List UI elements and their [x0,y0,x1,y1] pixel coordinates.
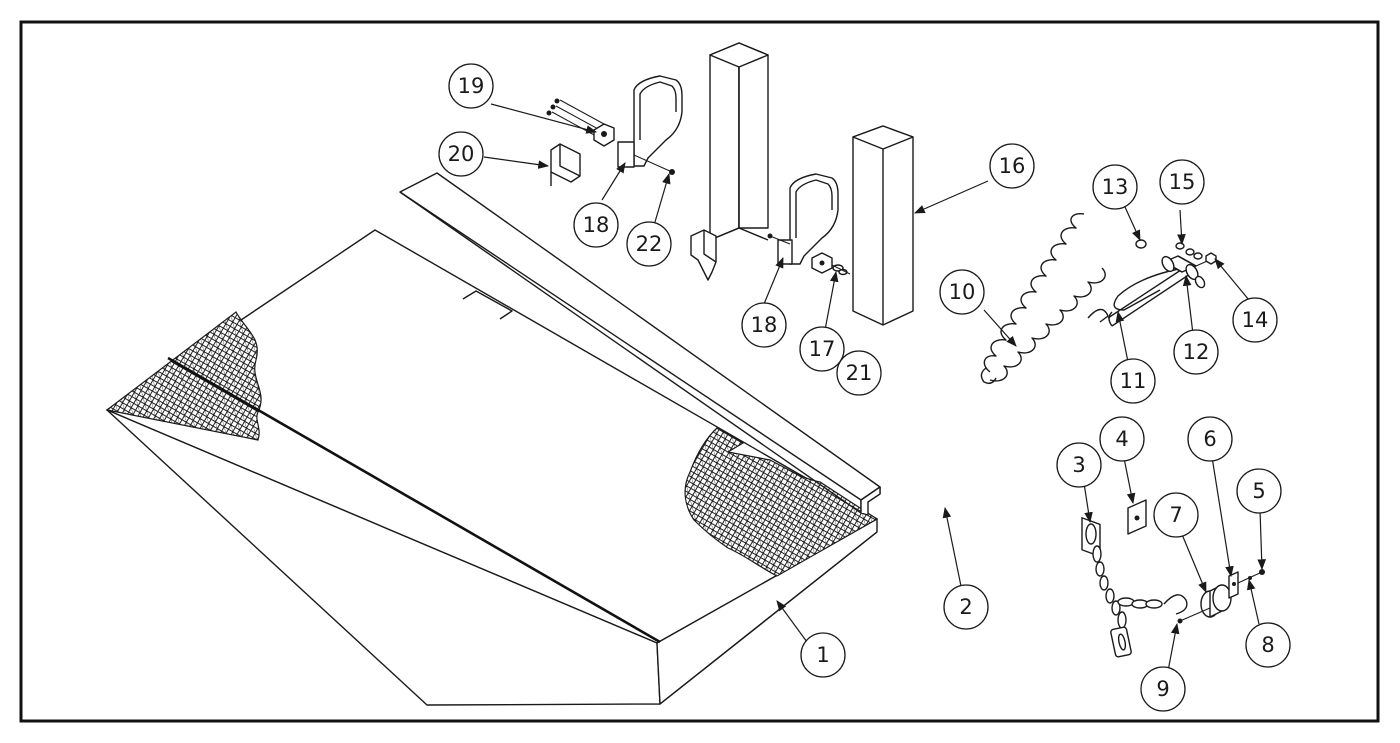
callout-label: 17 [809,337,836,361]
callout-18-upper: 18 [573,202,619,248]
callout-19: 19 [448,63,494,109]
callout-12: 12 [1173,329,1219,375]
tread-pattern-right [684,427,879,577]
bolt-set-lower [767,233,851,276]
channel-bar-part [399,172,881,516]
callout-4: 4 [1099,416,1145,462]
callout-18-lower: 18 [741,302,787,348]
callout-5: 5 [1236,468,1282,514]
callout-label: 3 [1072,453,1085,477]
leader-lines [483,103,1266,672]
chain-part-3 [1081,517,1188,658]
callout-label: 22 [636,232,663,256]
callout-21: 21 [836,350,882,396]
bracket-part-6 [1228,569,1265,599]
callout-2: 2 [943,584,989,630]
callout-label: 11 [1120,369,1147,393]
callout-label: 14 [1242,308,1269,332]
callout-label: 13 [1102,175,1129,199]
callout-16: 16 [989,143,1035,189]
drawing-border [19,20,1380,723]
callout-label: 7 [1169,503,1182,527]
callout-3: 3 [1056,442,1102,488]
tread-pattern-left [105,311,262,441]
callout-17: 17 [799,326,845,372]
callout-9: 9 [1140,666,1186,712]
callout-label: 1 [816,643,829,667]
keeper-plate [690,229,717,281]
callout-label: 5 [1252,479,1265,503]
callout-label: 18 [751,313,778,337]
upright-tube-right [852,125,914,326]
callout-label: 21 [846,361,873,385]
hook-rod-part-11 [1107,267,1191,327]
dock-plate-part [105,229,879,706]
callout-1: 1 [800,632,846,678]
callout-14: 14 [1232,297,1278,343]
callout-label: 20 [448,142,475,166]
callout-label: 2 [959,595,972,619]
callout-label: 19 [458,74,485,98]
callout-label: 15 [1169,170,1196,194]
callout-6: 6 [1187,416,1233,462]
callout-10: 10 [939,269,985,315]
pin-part-12 [1161,255,1215,289]
callout-label: 9 [1156,677,1169,701]
callout-label: 18 [583,213,610,237]
callout-label: 8 [1261,633,1274,657]
callout-20: 20 [438,131,484,177]
callout-22: 22 [626,221,672,267]
plate-part-4 [1127,499,1147,535]
roller-part-7 [1177,584,1232,624]
callout-7: 7 [1153,492,1199,538]
bolt-set-upper [546,98,675,175]
callout-label: 4 [1115,427,1128,451]
callout-13: 13 [1092,164,1138,210]
callout-label: 16 [999,154,1026,178]
flag-bracket-lower [777,173,839,265]
callout-11: 11 [1110,358,1156,404]
upright-tube-left [709,42,769,241]
callout-15: 15 [1159,159,1205,205]
clip-part-20 [550,143,581,186]
callout-label: 12 [1183,340,1210,364]
callout-8: 8 [1245,622,1291,668]
callout-label: 10 [949,280,976,304]
flag-bracket-upper [617,75,683,168]
spring-part-10 [980,213,1109,385]
callout-label: 6 [1203,427,1216,451]
